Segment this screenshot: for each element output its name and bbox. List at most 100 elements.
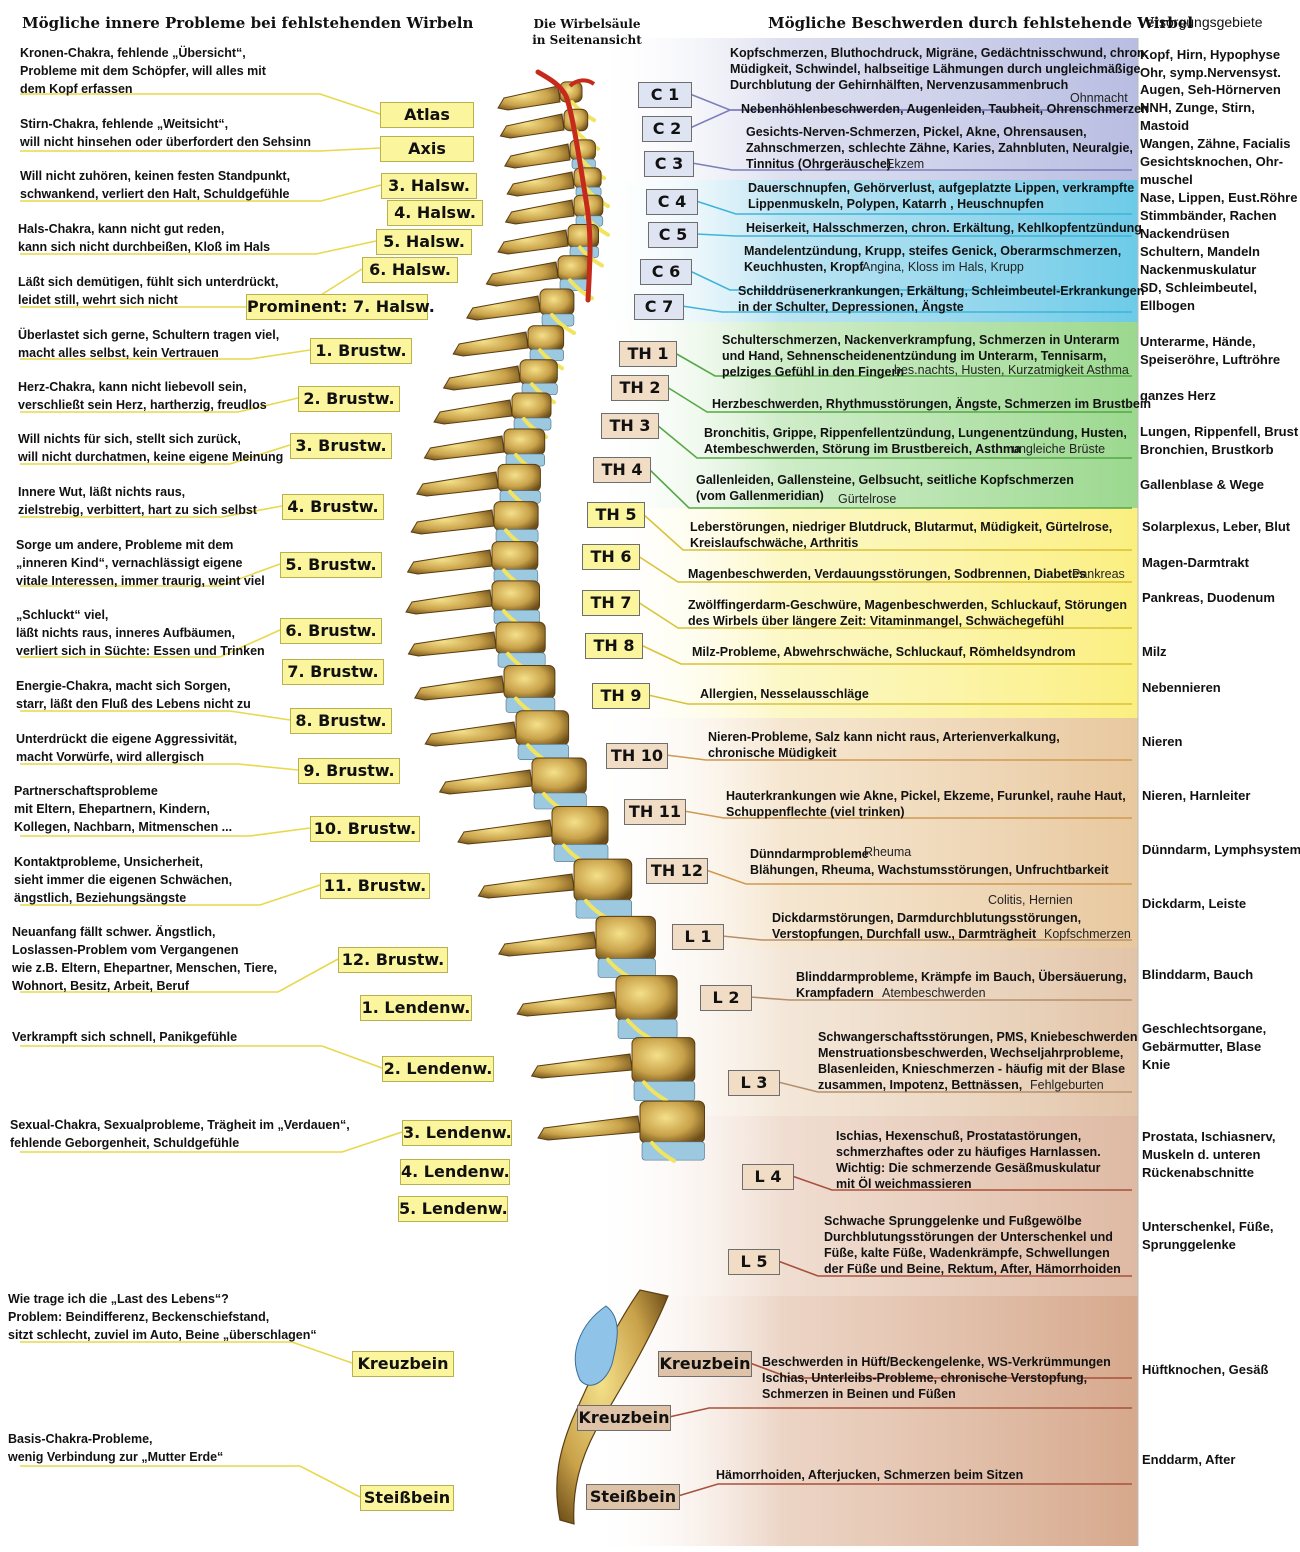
vertebral-body [573, 858, 633, 902]
complaint-text: Dünndarmprobleme Blähungen, Rheuma, Wach… [750, 847, 1109, 877]
connector-right [637, 601, 1132, 629]
connector-right [691, 162, 1132, 171]
code-th11: TH 11 [624, 799, 686, 825]
complaint-text: Gallenleiden, Gallensteine, Gelbsucht, s… [696, 473, 1074, 503]
supply-area: Wangen, Zähne, Facialis Gesichtsknochen,… [1140, 136, 1291, 187]
complaint-text: Schwache Sprunggelenke und Fußgewölbe Du… [824, 1214, 1121, 1276]
nerve-root [550, 312, 576, 335]
connector-right [668, 1407, 1132, 1418]
connector-right [666, 386, 1132, 413]
complaint-text: Nebenhöhlenbeschwerden, Augenleiden, Tau… [741, 102, 1149, 116]
band-thoracic-mid [590, 508, 1138, 718]
supply-area: Geschlechtsorgane, Gebärmutter, Blase Kn… [1142, 1021, 1267, 1072]
addition-text: Ohnmacht [1070, 91, 1128, 105]
supply-area: Dünndarm, Lymphsystem [1142, 842, 1300, 857]
problem-text: Kontaktprobleme, Unsicherheit, sieht imm… [14, 855, 233, 905]
supply-area: ganzes Herz [1140, 388, 1216, 403]
spinous-process [457, 819, 553, 845]
code-c5: C 5 [648, 222, 698, 248]
complaint-text: Hauterkrankungen wie Akne, Pickel, Ekzem… [726, 789, 1126, 819]
connector-right [749, 996, 1132, 1001]
supply-area: Augen, Seh-Hörnerven NNH, Zunge, Stirn, … [1140, 82, 1281, 133]
problem-text: Innere Wut, läßt nichts raus, zielstrebi… [18, 485, 257, 517]
supply-area: Nebennieren [1142, 680, 1221, 695]
complaint-text: Gesichts-Nerven-Schmerzen, Pickel, Akne,… [746, 125, 1133, 171]
spinous-process [416, 471, 499, 497]
vertebra-label-th6: 6. Brustw. [280, 618, 382, 644]
connector-right [705, 869, 1132, 885]
connector-right [695, 233, 1132, 237]
spinous-process [466, 295, 541, 321]
connector-right [674, 352, 1132, 377]
code-th2: TH 2 [611, 375, 669, 401]
code-l1: L 1 [672, 924, 724, 950]
supply-area: Nieren [1142, 734, 1183, 749]
complaint-text: Mandelentzündung, Krupp, steifes Genick,… [744, 244, 1122, 274]
problem-text: Herz-Chakra, kann nicht liebevoll sein, … [18, 380, 267, 412]
addition-text: Fehlgeburten [1030, 1078, 1104, 1092]
connector-right [721, 935, 1132, 941]
vertebral-body [527, 325, 565, 351]
vertebra-label-l3: 3. Lendenw. [402, 1120, 512, 1146]
code-l3: L 3 [728, 1070, 780, 1096]
complaint-text: Schilddrüsenerkrankungen, Erkältung, Sch… [738, 284, 1145, 314]
addition-text: Colitis, Hernien [988, 893, 1073, 907]
connector-left [20, 884, 321, 906]
connector-left [20, 240, 377, 255]
vertebral-body [557, 255, 591, 281]
sacral-surface [574, 1305, 618, 1386]
problem-text: Energie-Chakra, macht sich Sorgen, starr… [16, 679, 251, 711]
connector-left [20, 397, 299, 413]
vertebra-label-th12: 12. Brustw. [338, 947, 448, 973]
spinous-process [498, 931, 597, 957]
problem-text: Läßt sich demütigen, fühlt sich unterdrü… [18, 275, 279, 307]
code-c7: C 7 [634, 294, 684, 320]
vertebral-body [539, 288, 575, 316]
addition-text: Kopfschmerzen [1044, 927, 1131, 941]
vertebra-label-th9: 9. Brustw. [298, 758, 400, 784]
problem-text: Überlastet sich gerne, Schultern tragen … [18, 328, 280, 360]
complaint-text: Magenbeschwerden, Verdauungsstörungen, S… [688, 567, 1086, 581]
code-th10: TH 10 [606, 743, 668, 769]
complaint-text: Blinddarmprobleme, Krämpfe im Bauch, Übe… [796, 970, 1127, 1000]
vertebra-label-l2: 2. Lendenw. [382, 1056, 494, 1082]
spinous-process [477, 873, 575, 899]
artery-branch [568, 78, 596, 88]
spinous-process [452, 331, 529, 357]
connector-right [791, 1175, 1132, 1191]
spinous-process [499, 113, 565, 139]
problem-text: Basis-Chakra-Probleme, wenig Verbindung … [8, 1432, 224, 1464]
complaint-text: Bronchitis, Grippe, Rippenfellentzündung… [704, 426, 1127, 456]
complaint-text: Zwölffingerdarm-Geschwüre, Magenbeschwer… [688, 598, 1127, 628]
supply-area: Unterarme, Hände, Speiseröhre, Luftröhre [1140, 334, 1281, 367]
connector-left [20, 958, 339, 993]
code-l4: L 4 [742, 1164, 794, 1190]
vertebral-body [639, 1100, 705, 1144]
nerve-root [642, 1080, 668, 1103]
complaint-text: Herzbeschwerden, Rhythmusstörungen, Ängs… [712, 397, 1151, 411]
code-steissbein: Steißbein [586, 1484, 680, 1510]
vertebral-body [491, 541, 539, 571]
supply-area: Prostata, Ischiasnerv, Muskeln d. untere… [1142, 1129, 1276, 1180]
spinous-process [414, 675, 505, 701]
supply-area: Nase, Lippen, Eust.Röhre [1140, 190, 1298, 205]
code-c6: C 6 [640, 259, 692, 285]
code-kreuzbein-lower: Kreuzbein [577, 1405, 671, 1431]
connector-right [689, 109, 1132, 129]
supply-area: Enddarm, After [1142, 1452, 1236, 1467]
complaint-text: Schulterschmerzen, Nackenverkrampfung, S… [722, 333, 1120, 379]
complaint-text: Dickdarmstörungen, Darmdurchblutungsstör… [772, 911, 1082, 941]
connector-right [642, 513, 1132, 551]
spinous-process [504, 143, 571, 169]
connector-left [20, 710, 291, 721]
code-c2: C 2 [642, 116, 692, 142]
connector-left [20, 147, 381, 152]
vertebra-label-th1: 1. Brustw. [310, 338, 412, 364]
connector-right [637, 555, 1132, 583]
vertebral-body [567, 223, 599, 249]
connector-right [648, 468, 1132, 509]
complaint-text: Kopfschmerzen, Bluthochdruck, Migräne, G… [730, 46, 1149, 92]
code-kreuzbein-upper: Kreuzbein [658, 1351, 752, 1377]
code-c4: C 4 [646, 189, 698, 215]
